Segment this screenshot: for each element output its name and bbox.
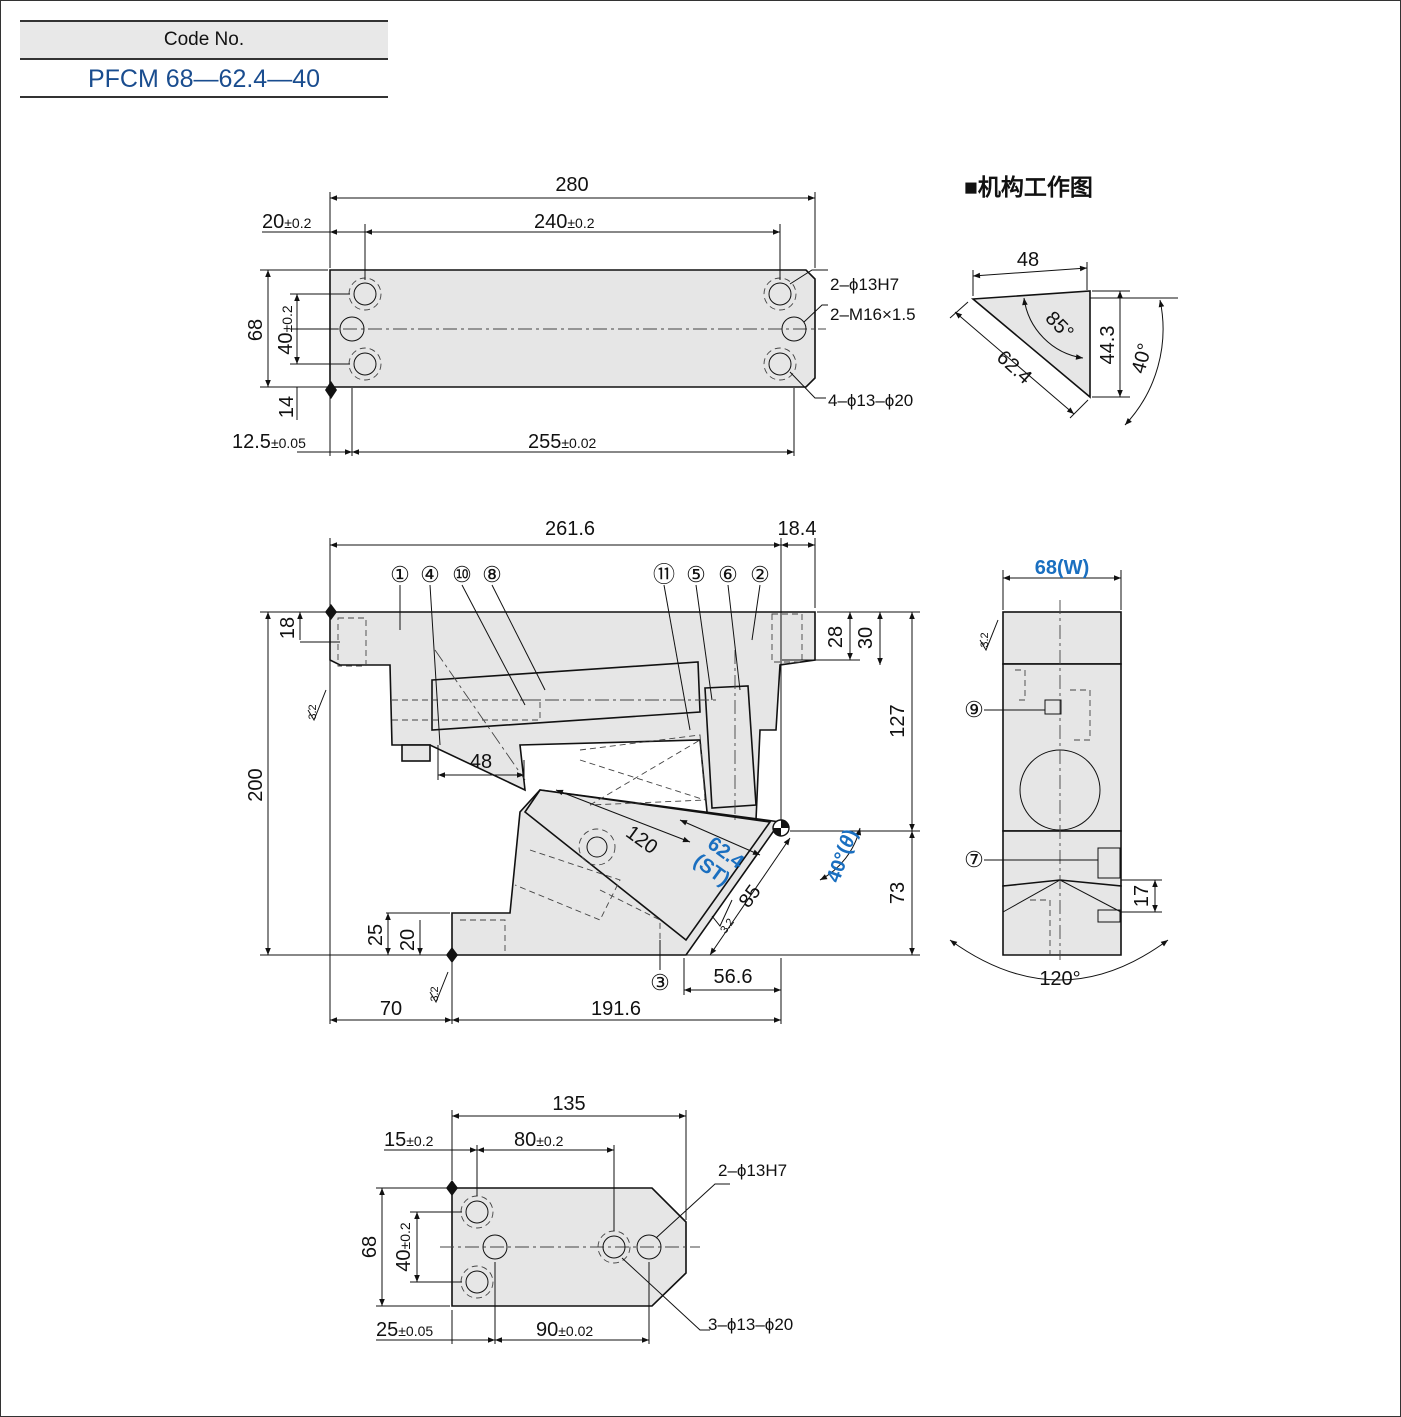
dim-30: 30 — [855, 627, 877, 649]
dim-25-bottom: 25±0.05 — [376, 1319, 433, 1341]
balloon-7: ⑦ — [964, 847, 984, 872]
balloon-2: ② — [750, 562, 770, 587]
dim-40: 40±0.2 — [275, 305, 297, 355]
note-2-m16: 2–M16×1.5 — [830, 305, 916, 324]
dim-15: 15±0.2 — [384, 1129, 434, 1151]
datum-mark-base — [446, 947, 458, 963]
dim-25: 25 — [365, 924, 387, 946]
dim-280: 280 — [555, 174, 588, 196]
front-cam-bar — [431, 661, 701, 731]
dim-135: 135 — [552, 1093, 585, 1115]
datum-mark-top — [325, 381, 337, 399]
dim-127: 127 — [887, 704, 909, 737]
roughness-front-2: 3.2 — [429, 986, 441, 1001]
note-bottom-13h7: 2–ϕ13H7 — [718, 1161, 787, 1180]
dim-40-bottom: 40±0.2 — [393, 1222, 415, 1272]
mech-62-4: 62.4 — [992, 346, 1036, 388]
dim-17: 17 — [1131, 885, 1153, 907]
balloon-1: ① — [390, 562, 410, 587]
mech-44-3: 44.3 — [1097, 326, 1119, 365]
note-4-13-20: 4–ϕ13–ϕ20 — [828, 391, 913, 410]
balloon-8: ⑧ — [482, 562, 502, 587]
front-view — [260, 538, 920, 1024]
code-value: PFCM 68—62.4—40 — [20, 60, 388, 98]
top-plate — [329, 269, 816, 388]
mechanism-diagram: ■机构工作图 48 85° 62.4 44.3 40° — [949, 174, 1178, 426]
dim-12-5: 12.5±0.05 — [232, 431, 306, 453]
balloon-11: ⑪ — [653, 562, 675, 587]
dim-18-4: 18.4 — [778, 518, 817, 540]
dim-20-front: 20 — [397, 929, 419, 951]
code-number-box: Code No. PFCM 68—62.4—40 — [20, 20, 388, 98]
top-holes — [339, 277, 807, 381]
dim-28: 28 — [825, 626, 847, 648]
note-bottom-cbore: 3–ϕ13–ϕ20 — [708, 1315, 793, 1334]
code-header: Code No. — [20, 20, 388, 60]
mech-48: 48 — [1017, 249, 1039, 271]
dim-90: 90±0.02 — [536, 1319, 593, 1341]
dim-200: 200 — [245, 768, 267, 801]
mechanism-title: ■机构工作图 — [964, 174, 1093, 200]
dim-48: 48 — [470, 751, 492, 773]
dim-240: 240±0.2 — [534, 211, 595, 233]
datum-mark-bottom — [446, 1180, 458, 1196]
angle-40-theta: 40°(θ) — [823, 826, 862, 885]
bottom-view-labels: 135 15±0.2 80±0.2 68 40±0.2 25±0.05 90±0… — [359, 1093, 793, 1341]
balloon-9: ⑨ — [964, 697, 984, 722]
roughness-side: 3.2 — [979, 632, 991, 647]
dim-68-bottom: 68 — [359, 1236, 381, 1258]
mech-40deg: 40° — [1128, 341, 1157, 376]
dim-73: 73 — [887, 882, 909, 904]
dim-18: 18 — [277, 617, 299, 639]
note-2-13h7: 2–ϕ13H7 — [830, 275, 899, 294]
dim-255: 255±0.02 — [528, 431, 597, 453]
balloon-10: ⑩ — [452, 562, 472, 587]
bottom-view — [376, 1110, 730, 1344]
dim-85: 85 — [735, 881, 766, 912]
roughness-front-1: 3.2 — [307, 704, 319, 719]
balloon-6: ⑥ — [718, 562, 738, 587]
top-view-labels: 280 20±0.2 240±0.2 68 40±0.2 14 12.5±0.0… — [232, 174, 916, 453]
dim-191-6: 191.6 — [591, 998, 641, 1020]
dim-68: 68 — [245, 319, 267, 341]
dim-56-6: 56.6 — [714, 966, 753, 988]
balloon-5: ⑤ — [686, 562, 706, 587]
side-view — [949, 570, 1169, 981]
dim-261-6: 261.6 — [545, 518, 595, 540]
balloon-3: ③ — [650, 970, 670, 995]
side-width-68W: 68(W) — [1035, 557, 1089, 579]
dim-14: 14 — [276, 396, 298, 418]
angle-120: 120° — [1039, 968, 1080, 990]
side-view-labels: 68(W) ⑨ ⑦ 17 120° 3.2 — [964, 557, 1153, 990]
dim-20: 20±0.2 — [262, 211, 312, 233]
top-view — [260, 192, 828, 456]
dim-80: 80±0.2 — [514, 1129, 564, 1151]
balloon-4: ④ — [420, 562, 440, 587]
dim-70: 70 — [380, 998, 402, 1020]
datum-mark-front — [325, 604, 337, 620]
